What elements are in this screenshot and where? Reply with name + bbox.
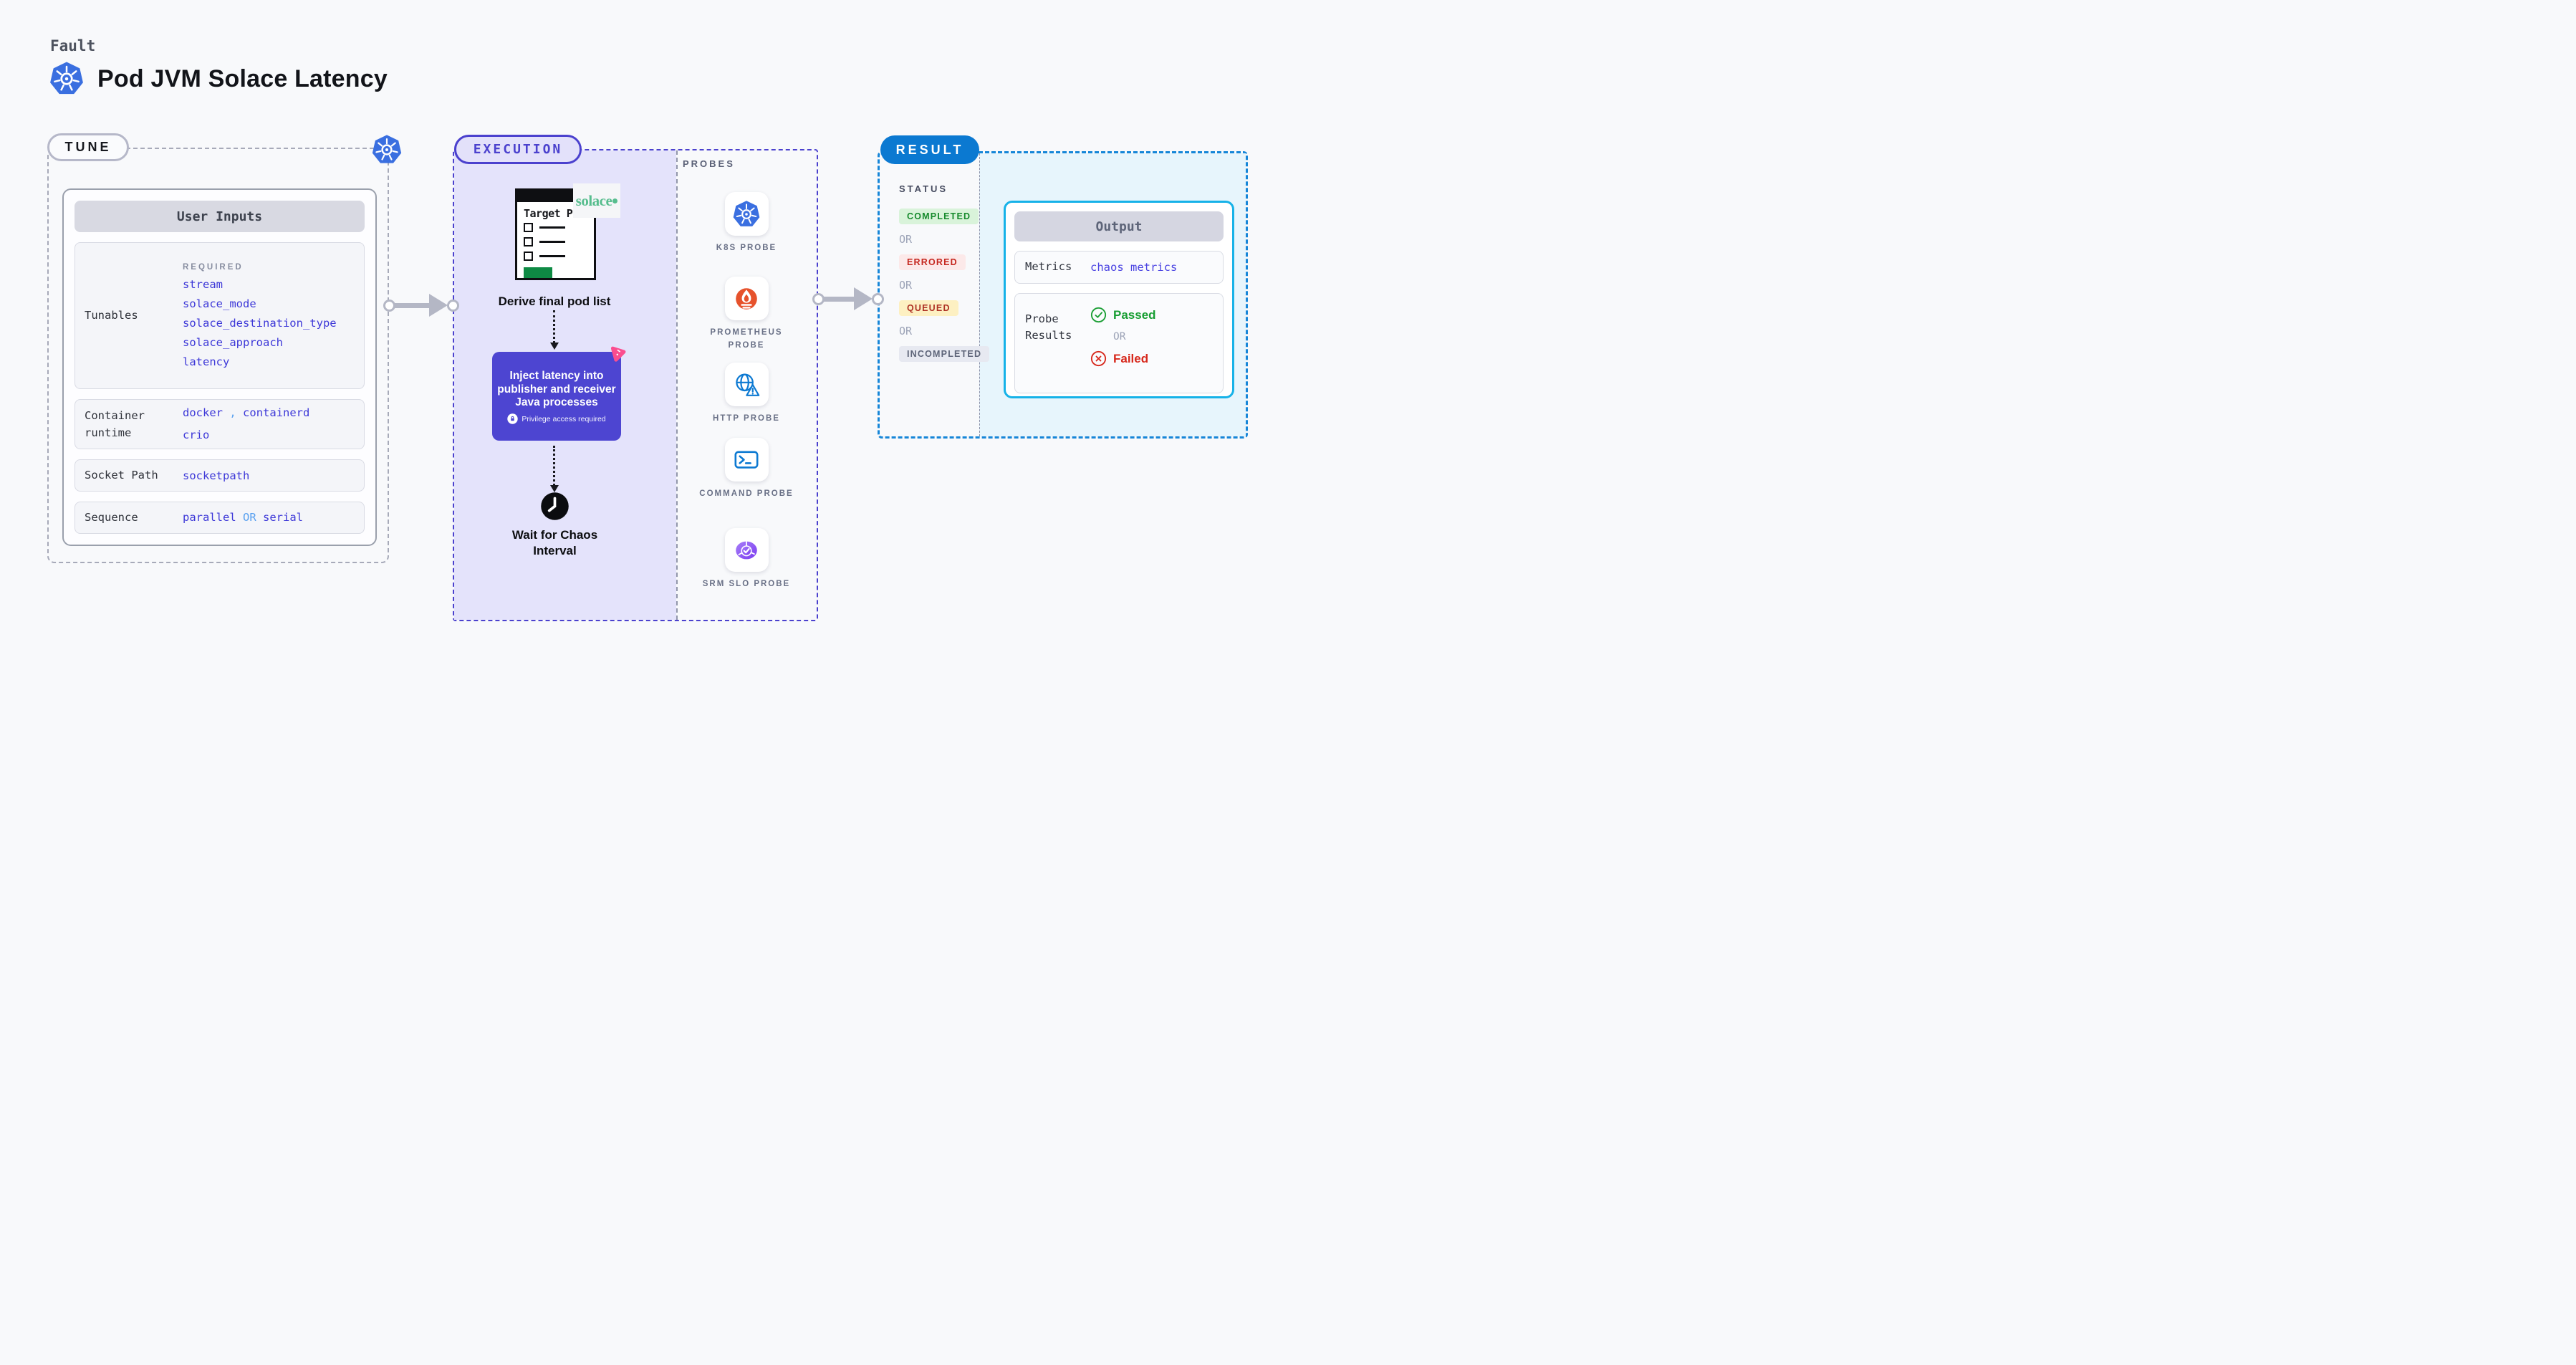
or-text: OR	[1113, 331, 1126, 343]
probe-item-prometheus: PROMETHEUS PROBE	[696, 277, 797, 353]
probe-results-row: Probe Results Passed OR Faile	[1014, 293, 1224, 393]
tunables-label: Tunables	[85, 309, 138, 322]
container-runtime-label: Container runtime	[85, 408, 145, 439]
probes-separator-line	[676, 150, 678, 620]
or-text: OR	[899, 233, 913, 246]
tune-section-box	[47, 148, 389, 563]
green-button-shape	[524, 267, 552, 278]
probe-card	[724, 438, 769, 482]
tunable-link-solace-destination-type[interactable]: solace_destination_type	[183, 317, 337, 330]
probe-card	[724, 363, 769, 406]
socket-path-row: Socket Path socketpath	[75, 459, 365, 492]
page-title-row: Pod JVM Solace Latency	[49, 60, 388, 97]
probe-item-command: COMMAND PROBE	[696, 438, 797, 501]
socket-path-value[interactable]: socketpath	[183, 469, 250, 482]
probe-name: HTTP PROBE	[713, 414, 780, 423]
derive-pod-list-caption: Derive final pod list	[498, 294, 611, 308]
metrics-row: Metrics chaos metrics	[1014, 251, 1224, 284]
sequence-or: OR	[243, 510, 256, 524]
prometheus-icon	[736, 287, 757, 310]
user-inputs-header: User Inputs	[75, 201, 365, 232]
container-runtime-values: docker , containerd crio	[183, 400, 364, 449]
user-inputs-card: User Inputs Tunables REQUIRED stream sol…	[62, 188, 377, 546]
flow-arrow-down	[550, 310, 559, 350]
page-title: Pod JVM Solace Latency	[97, 64, 388, 92]
checkbox-icon	[524, 237, 533, 246]
tune-pill: TUNE	[47, 133, 129, 161]
srm-slo-icon	[736, 541, 757, 559]
socket-path-label: Socket Path	[85, 469, 158, 482]
tunable-link-solace-approach[interactable]: solace_approach	[183, 336, 283, 349]
probe-name: K8S PROBE	[716, 244, 777, 252]
probe-item-http: HTTP PROBE	[696, 363, 797, 426]
sequence-serial[interactable]: serial	[263, 510, 304, 524]
probe-name: COMMAND PROBE	[699, 489, 794, 498]
http-globe-warning-icon	[736, 373, 760, 396]
probe-results-label: Probe Results	[1025, 312, 1072, 343]
status-badge-completed: COMPLETED	[899, 209, 979, 224]
tunables-values: REQUIRED stream solace_mode solace_desti…	[183, 243, 364, 388]
metrics-label: Metrics	[1025, 260, 1072, 274]
probe-item-k8s: K8S PROBE	[696, 192, 797, 255]
or-text: OR	[899, 325, 913, 337]
kubernetes-icon	[732, 199, 761, 227]
execution-pill: EXECUTION	[454, 135, 582, 164]
tunable-link-stream[interactable]: stream	[183, 278, 223, 291]
runtime-crio[interactable]: crio	[183, 428, 210, 441]
privilege-access-row: Privilege access required	[507, 413, 606, 425]
check-circle-icon	[1090, 307, 1107, 323]
solace-logo: solace	[573, 183, 620, 218]
status-badge-incompleted: INCOMPLETED	[899, 346, 990, 362]
probes-column-label: PROBES	[683, 158, 735, 169]
probe-card	[724, 192, 769, 236]
output-card: Output Metrics chaos metrics Probe Resul…	[1004, 201, 1234, 398]
result-pill: RESULT	[880, 135, 979, 164]
checkbox-icon	[524, 223, 533, 232]
probe-name: SRM SLO PROBE	[702, 580, 791, 588]
status-badge-errored: ERRORED	[899, 254, 966, 270]
flow-arrow-down	[550, 446, 559, 492]
probe-item-srm-slo: SRM SLO PROBE	[696, 528, 797, 591]
terminal-icon	[734, 451, 759, 469]
chaos-experiment-icon	[610, 346, 626, 362]
status-separator-line	[979, 153, 980, 436]
inject-latency-text: Inject latency into publisher and receiv…	[497, 369, 616, 409]
passed-label: Passed	[1113, 307, 1156, 322]
failed-label: Failed	[1113, 351, 1149, 365]
inject-latency-step: Inject latency into publisher and receiv…	[492, 352, 621, 441]
wait-chaos-interval-caption: Wait for Chaos Interval	[511, 528, 598, 558]
lock-icon	[507, 413, 519, 425]
fault-diagram-page: { "header": { "category": "Fault", "titl…	[0, 0, 1288, 683]
runtime-containerd[interactable]: containerd	[243, 406, 310, 420]
kubernetes-icon	[49, 61, 85, 95]
or-text: OR	[899, 279, 913, 292]
status-column: STATUS COMPLETED OR ERRORED OR QUEUED OR…	[899, 183, 990, 362]
status-label: STATUS	[899, 183, 948, 194]
tunable-link-latency[interactable]: latency	[183, 355, 230, 368]
clock-icon	[541, 492, 569, 520]
status-badge-queued: QUEUED	[899, 300, 958, 316]
container-runtime-row: Container runtime docker , containerd cr…	[75, 399, 365, 449]
fault-category-label: Fault	[50, 37, 96, 54]
result-section-box: STATUS COMPLETED OR ERRORED OR QUEUED OR…	[878, 151, 1248, 439]
probe-card	[724, 528, 769, 572]
privilege-access-label: Privilege access required	[522, 414, 606, 423]
probe-results-values: Passed OR Failed	[1090, 294, 1156, 367]
output-header: Output	[1014, 211, 1224, 241]
required-tag: REQUIRED	[183, 263, 244, 272]
sequence-row: Sequence parallel OR serial	[75, 502, 365, 534]
runtime-docker[interactable]: docker	[183, 406, 223, 420]
chaos-metrics-link[interactable]: chaos metrics	[1090, 261, 1178, 274]
probe-name: PROMETHEUS PROBE	[710, 328, 783, 350]
checkbox-icon	[524, 252, 533, 261]
probe-card	[724, 277, 769, 320]
tunable-link-solace-mode[interactable]: solace_mode	[183, 297, 256, 310]
runtime-separator: ,	[229, 406, 236, 420]
kubernetes-icon	[371, 134, 403, 164]
tunables-row: Tunables REQUIRED stream solace_mode sol…	[75, 242, 365, 389]
sequence-label: Sequence	[85, 511, 138, 525]
x-circle-icon	[1090, 350, 1107, 367]
solace-dot-icon	[612, 198, 618, 203]
sequence-parallel[interactable]: parallel	[183, 510, 236, 524]
